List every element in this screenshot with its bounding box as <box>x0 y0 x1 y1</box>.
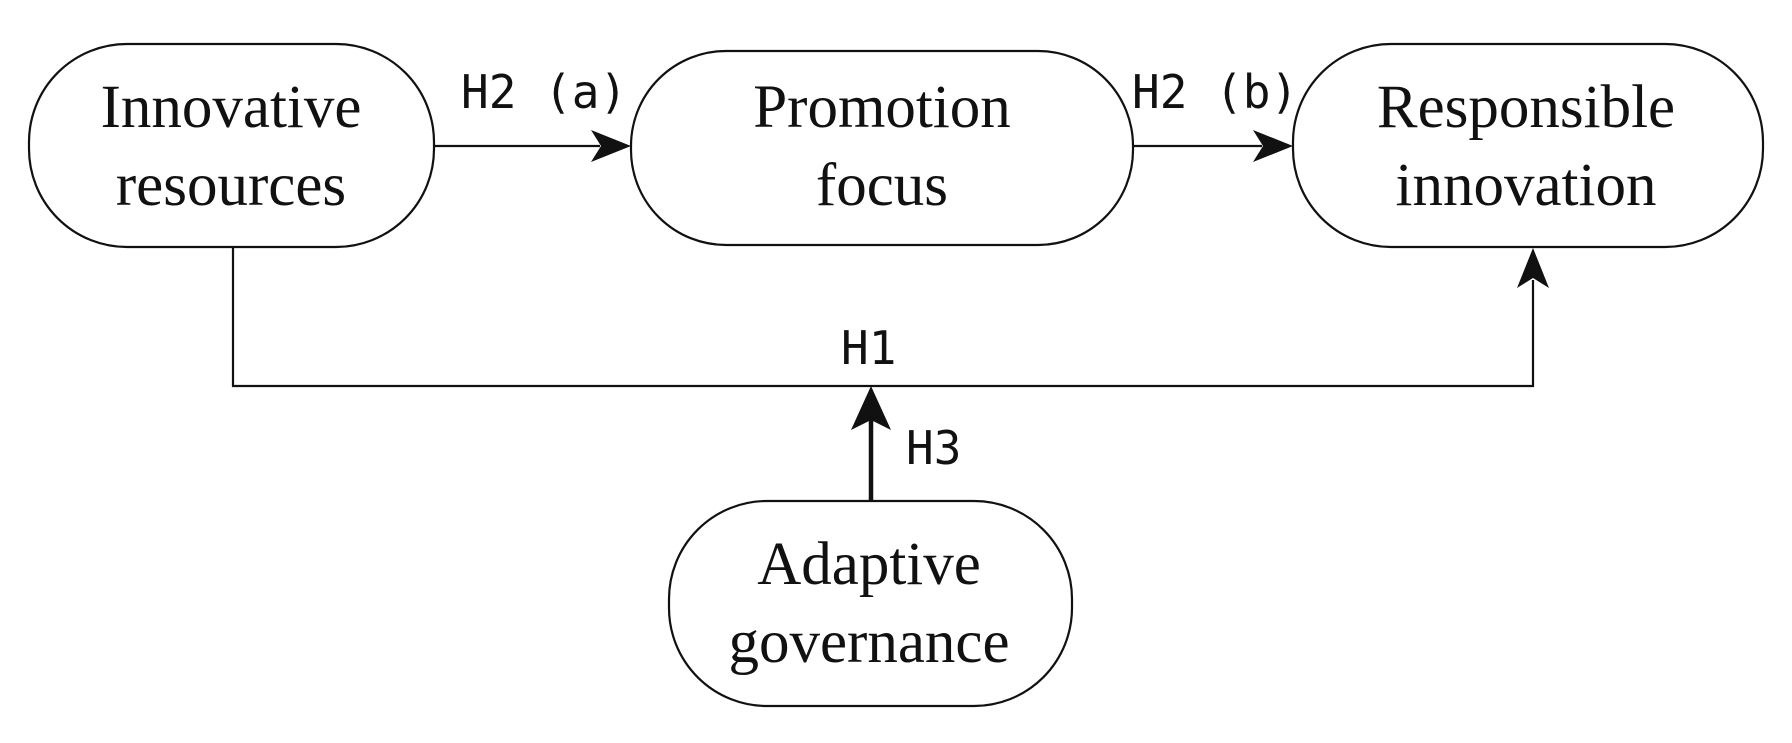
innovative-resources-label-line1: Innovative <box>101 74 362 141</box>
adaptive-governance-label-line2: governance <box>728 609 1009 676</box>
innovative-resources-label-line2: resources <box>116 152 346 219</box>
promotion-focus-label-line1: Promotion <box>753 74 1011 141</box>
responsible-innovation-box <box>1291 42 1765 249</box>
promotion-focus-label-line2: focus <box>816 152 948 219</box>
responsible-innovation-label-line2: innovation <box>1396 152 1657 219</box>
arrow-h2b-head <box>1253 130 1293 162</box>
arrow-h1-head <box>1517 248 1549 288</box>
arrow-h3-head <box>851 386 891 430</box>
adaptive-governance-label-line1: Adaptive <box>757 531 981 598</box>
edge-label-h2b: H2 (b) <box>1132 65 1298 119</box>
responsible-innovation-label-line1: Responsible <box>1377 74 1675 141</box>
edge-label-h2a: H2 (a) <box>461 65 627 119</box>
edge-label-h1: H1 <box>841 321 896 375</box>
promotion-focus-box <box>629 49 1135 247</box>
arrow-h2a-head <box>591 130 631 162</box>
arrow-h1-line <box>231 247 1535 388</box>
edge-label-h3: H3 <box>906 421 961 475</box>
